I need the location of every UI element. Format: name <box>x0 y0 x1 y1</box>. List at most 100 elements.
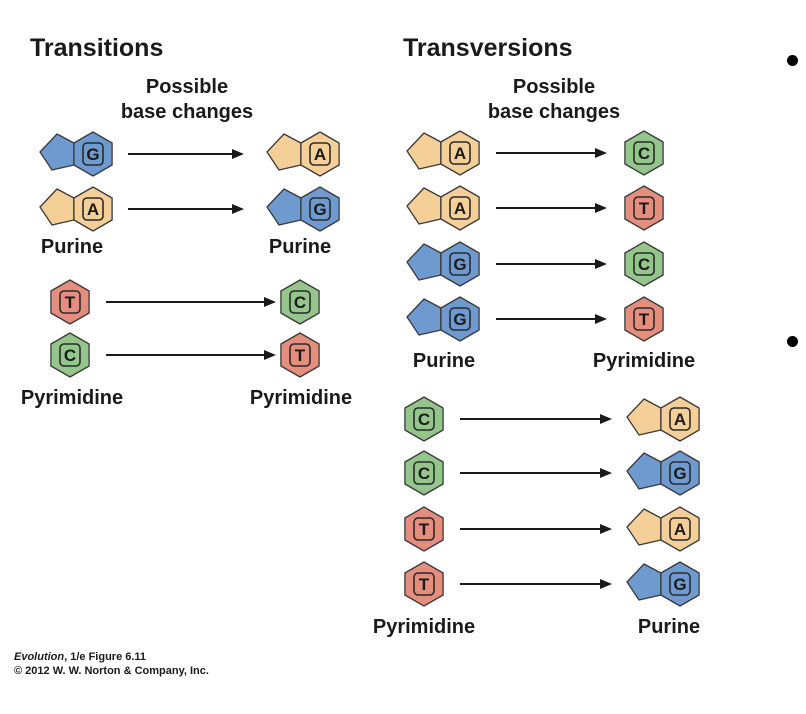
base-letter-box <box>413 407 435 431</box>
base-letter: A <box>454 199 466 218</box>
base-letter: C <box>64 346 76 365</box>
arrow-head <box>264 350 276 360</box>
transversions-pyrimidine-from-C-molecule: C <box>404 396 444 442</box>
transversions-pyrimidine-from-C-molecule: C <box>404 450 444 496</box>
pentagon-ring <box>406 298 442 336</box>
pentagon-ring <box>626 398 662 436</box>
base-letter: A <box>674 520 686 539</box>
base-letter: G <box>313 200 326 219</box>
base-letter-box <box>449 196 471 220</box>
transversions-title: Transversions <box>403 34 573 62</box>
transitions-header: Possible base changes <box>102 75 272 125</box>
base-letter: T <box>639 310 650 329</box>
transitions-purine-from-G-molecule: G <box>39 131 113 177</box>
pentagon-ring <box>626 508 662 546</box>
base-letter-box <box>59 290 81 314</box>
arrow-head <box>595 148 607 158</box>
arrow-head <box>595 259 607 269</box>
transversions-header-line1: Possible <box>512 76 596 98</box>
arrow-head <box>232 149 244 159</box>
transversions-purine-from-G-molecule: G <box>406 241 480 287</box>
base-letter: G <box>673 575 686 594</box>
transitions-title: Transitions <box>30 34 164 62</box>
transitions-purine-to-A-molecule: A <box>266 131 340 177</box>
base-letter-box <box>449 307 471 331</box>
base-letter: A <box>314 145 326 164</box>
base-letter: A <box>454 144 466 163</box>
arrow-head <box>600 468 612 478</box>
pentagon-ring <box>626 563 662 601</box>
arrow <box>460 579 612 589</box>
base-letter-box <box>633 252 655 276</box>
base-letter: G <box>453 255 466 274</box>
pentagon-ring <box>626 452 662 490</box>
base-letter-box <box>413 517 435 541</box>
arrow <box>106 297 276 307</box>
base-letter-box <box>449 141 471 165</box>
transversions-purine-from-A-molecule: A <box>406 185 480 231</box>
transversions-purine-from-A-molecule: A <box>406 130 480 176</box>
transversions-purine-to-A-molecule: A <box>626 396 700 442</box>
caption-copyright: © 2012 W. W. Norton & Company, Inc. <box>14 665 209 677</box>
arrow <box>106 350 276 360</box>
base-letter-box <box>289 343 311 367</box>
arrow <box>128 204 244 214</box>
figure-caption: Evolution, 1/e Figure 6.11 © 2012 W. W. … <box>14 650 209 678</box>
base-letter-box <box>309 142 331 166</box>
pentagon-ring <box>406 243 442 281</box>
arrow <box>460 414 612 424</box>
transversions-purine-to-G-molecule: G <box>626 450 700 496</box>
arrow-head <box>595 203 607 213</box>
base-letter: T <box>419 520 430 539</box>
base-letter: A <box>674 410 686 429</box>
transitions-purine-left-label: Purine <box>40 236 104 258</box>
arrow <box>496 203 607 213</box>
pentagon-ring <box>266 133 302 171</box>
caption-book-title: Evolution <box>14 651 65 663</box>
bullet-point <box>787 55 798 66</box>
base-letter: T <box>295 346 306 365</box>
arrow <box>496 314 607 324</box>
transversions-purine-from-G-molecule: G <box>406 296 480 342</box>
transversions-pyrimidine-to-T-molecule: T <box>624 185 664 231</box>
base-letter: C <box>418 464 430 483</box>
arrow-head <box>600 524 612 534</box>
base-letter-box <box>633 141 655 165</box>
transitions-header-line2: base changes <box>120 101 254 123</box>
arrow <box>496 259 607 269</box>
base-letter-box <box>413 461 435 485</box>
base-letter-box <box>669 407 691 431</box>
base-letter-box <box>309 197 331 221</box>
base-letter-box <box>633 196 655 220</box>
transitions-pyrimidine-to-T-molecule: T <box>280 332 320 378</box>
transversions-pyrimidine-from-T-molecule: T <box>404 561 444 607</box>
bullet-point <box>787 336 798 347</box>
pentagon-ring <box>406 187 442 225</box>
caption-line-1: Evolution, 1/e Figure 6.11 <box>14 650 209 664</box>
base-letter: T <box>419 575 430 594</box>
pentagon-ring <box>39 133 75 171</box>
transversions-header-line2: base changes <box>487 101 621 123</box>
base-letter-box <box>289 290 311 314</box>
base-letter-box <box>413 572 435 596</box>
transitions-pyrimidine-from-T-molecule: T <box>50 279 90 325</box>
transversions-purine-left-label: Purine <box>412 350 476 372</box>
transitions-pyrimidine-to-C-molecule: C <box>280 279 320 325</box>
transversions-pyrimidine-to-C-molecule: C <box>624 241 664 287</box>
transitions-purine-from-A-molecule: A <box>39 186 113 232</box>
transitions-purine-right-label: Purine <box>268 236 332 258</box>
base-letter: G <box>86 145 99 164</box>
base-letter-box <box>633 307 655 331</box>
base-letter: C <box>294 293 306 312</box>
base-letter-box <box>82 197 104 221</box>
transversions-pyrimidine-right-label: Purine <box>637 616 701 638</box>
base-letter-box <box>449 252 471 276</box>
transitions-pyrimidine-from-C-molecule: C <box>50 332 90 378</box>
arrow <box>496 148 607 158</box>
base-letter-box <box>669 461 691 485</box>
pentagon-ring <box>39 188 75 226</box>
arrow <box>128 149 244 159</box>
base-letter: G <box>673 464 686 483</box>
base-letter: A <box>87 200 99 219</box>
transversions-purine-right-label: Pyrimidine <box>592 350 696 372</box>
